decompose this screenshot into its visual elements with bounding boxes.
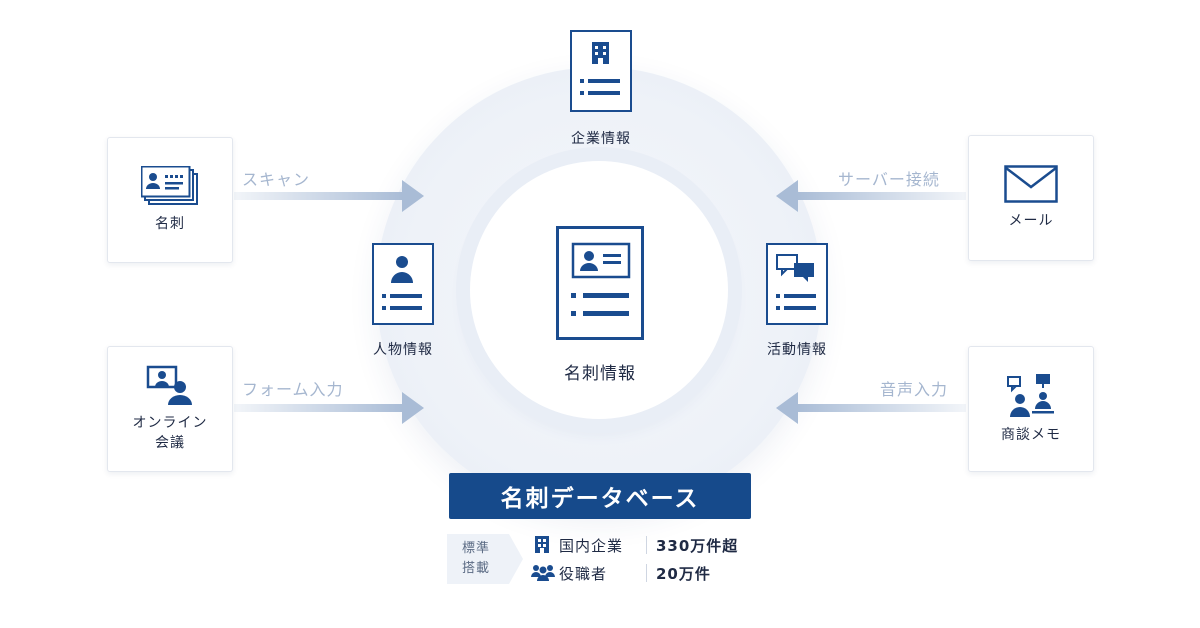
db-row-label: 国内企業 bbox=[559, 537, 624, 555]
db-row-value: 20万件 bbox=[656, 565, 711, 583]
badge-line2: 搭載 bbox=[462, 561, 491, 576]
source-online-meeting: オンライン 会議 bbox=[107, 346, 233, 472]
source-mail: メール bbox=[968, 135, 1094, 261]
building-icon bbox=[535, 536, 549, 553]
people-icon bbox=[531, 565, 555, 581]
card-document-icon bbox=[571, 242, 631, 316]
database-title: 名刺データベース bbox=[449, 473, 751, 519]
divider bbox=[646, 564, 647, 582]
person-info-label: 人物情報 bbox=[373, 342, 433, 358]
arrow-label-voice: 音声入力 bbox=[880, 380, 949, 399]
source-label: 商談メモ bbox=[1001, 427, 1061, 443]
business-card-icon bbox=[141, 166, 198, 205]
meeting-memo-icon bbox=[1007, 374, 1054, 417]
badge-line1: 標準 bbox=[462, 541, 491, 556]
source-label: 名刺 bbox=[155, 216, 185, 232]
arrow-right-icon bbox=[234, 392, 424, 424]
person-icon bbox=[382, 256, 422, 310]
arrow-left-icon bbox=[776, 180, 966, 212]
arrow-label-form: フォーム入力 bbox=[242, 380, 344, 399]
source-label: メール bbox=[1008, 213, 1054, 229]
company-info-label: 企業情報 bbox=[571, 131, 631, 147]
arrow-label-scan: スキャン bbox=[242, 170, 311, 189]
divider bbox=[646, 536, 647, 554]
activity-info-label: 活動情報 bbox=[767, 342, 827, 358]
arrow-label-server: サーバー接続 bbox=[838, 170, 940, 189]
company-info-doc bbox=[570, 30, 632, 112]
source-meeting-memo: 商談メモ bbox=[968, 346, 1094, 472]
badge-shape bbox=[447, 534, 523, 584]
source-business-card: 名刺 bbox=[107, 137, 233, 263]
chat-bubbles-icon bbox=[776, 254, 816, 310]
arrow-left-icon bbox=[776, 392, 966, 424]
activity-info-doc bbox=[766, 243, 828, 325]
mail-icon bbox=[1004, 165, 1058, 203]
arrow-right-icon bbox=[234, 180, 424, 212]
video-meeting-icon bbox=[146, 365, 192, 405]
standard-badge: 標準 搭載 bbox=[462, 539, 490, 579]
building-icon bbox=[580, 42, 620, 95]
db-row-label: 役職者 bbox=[559, 565, 608, 583]
db-row-value: 330万件超 bbox=[656, 537, 739, 555]
business-card-info-label: 名刺情報 bbox=[564, 364, 636, 384]
business-card-info-doc bbox=[556, 226, 644, 340]
source-label: オンライン 会議 bbox=[132, 415, 208, 451]
person-info-doc bbox=[372, 243, 434, 325]
